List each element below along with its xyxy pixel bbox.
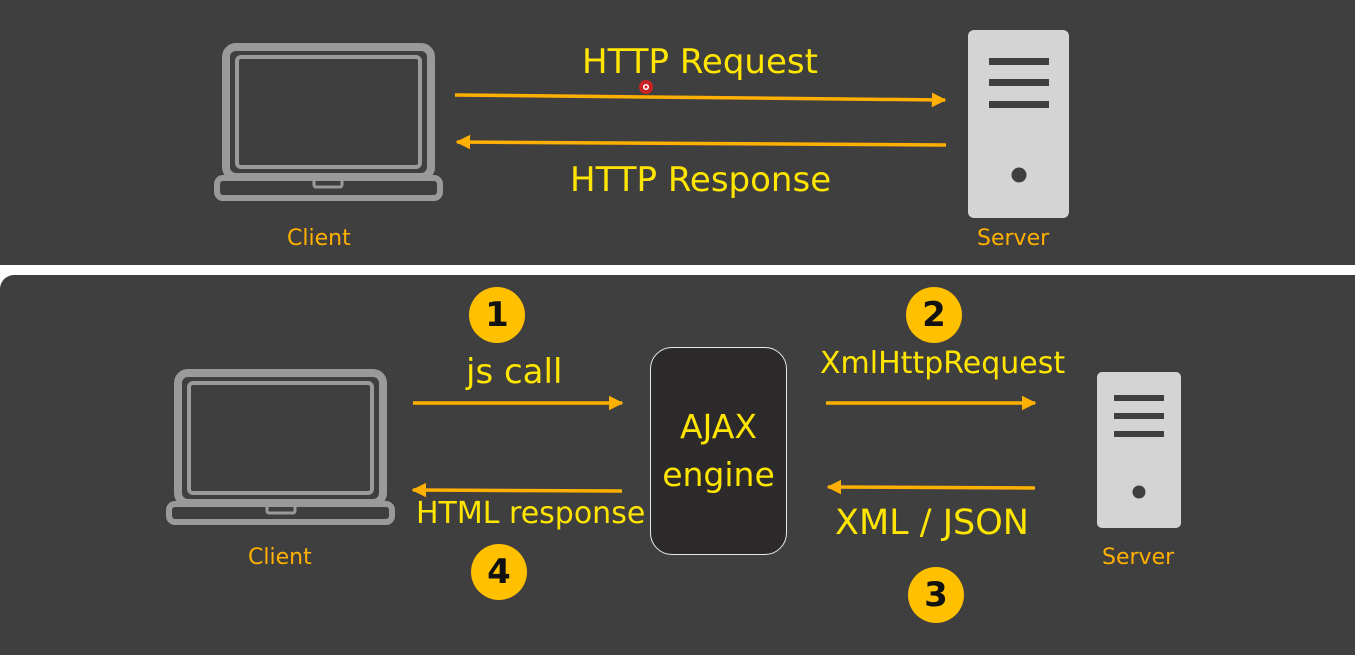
server-icon (968, 30, 1069, 218)
laptop-icon (166, 369, 395, 525)
cursor-indicator (639, 80, 653, 94)
client-label: Client (248, 545, 312, 570)
step-4-badge: 4 (471, 544, 527, 600)
server-label: Server (977, 226, 1050, 251)
client-label: Client (287, 226, 351, 251)
xml-json-arrow (826, 479, 1036, 495)
http-response-label: HTTP Response (570, 160, 832, 200)
step-2-badge: 2 (906, 287, 962, 343)
server-icon (1097, 372, 1181, 528)
xml-json-label: XML / JSON (835, 503, 1029, 543)
http-request-arrow (454, 92, 947, 108)
html-response-label: HTML response (416, 496, 646, 531)
js-call-label: js call (466, 352, 563, 392)
ajax-engine-box: AJAX engine (650, 347, 787, 555)
server-label: Server (1102, 545, 1175, 570)
ajax-engine-line1: AJAX (680, 407, 757, 447)
html-response-arrow (411, 482, 623, 498)
xmlhttprequest-label: XmlHttpRequest (820, 346, 1066, 381)
step-1-badge: 1 (469, 287, 525, 343)
http-request-label: HTTP Request (582, 42, 818, 82)
ajax-engine-line2: engine (662, 455, 775, 494)
step-3-badge: 3 (908, 567, 964, 623)
http-response-arrow (455, 134, 947, 150)
laptop-icon (214, 43, 443, 201)
